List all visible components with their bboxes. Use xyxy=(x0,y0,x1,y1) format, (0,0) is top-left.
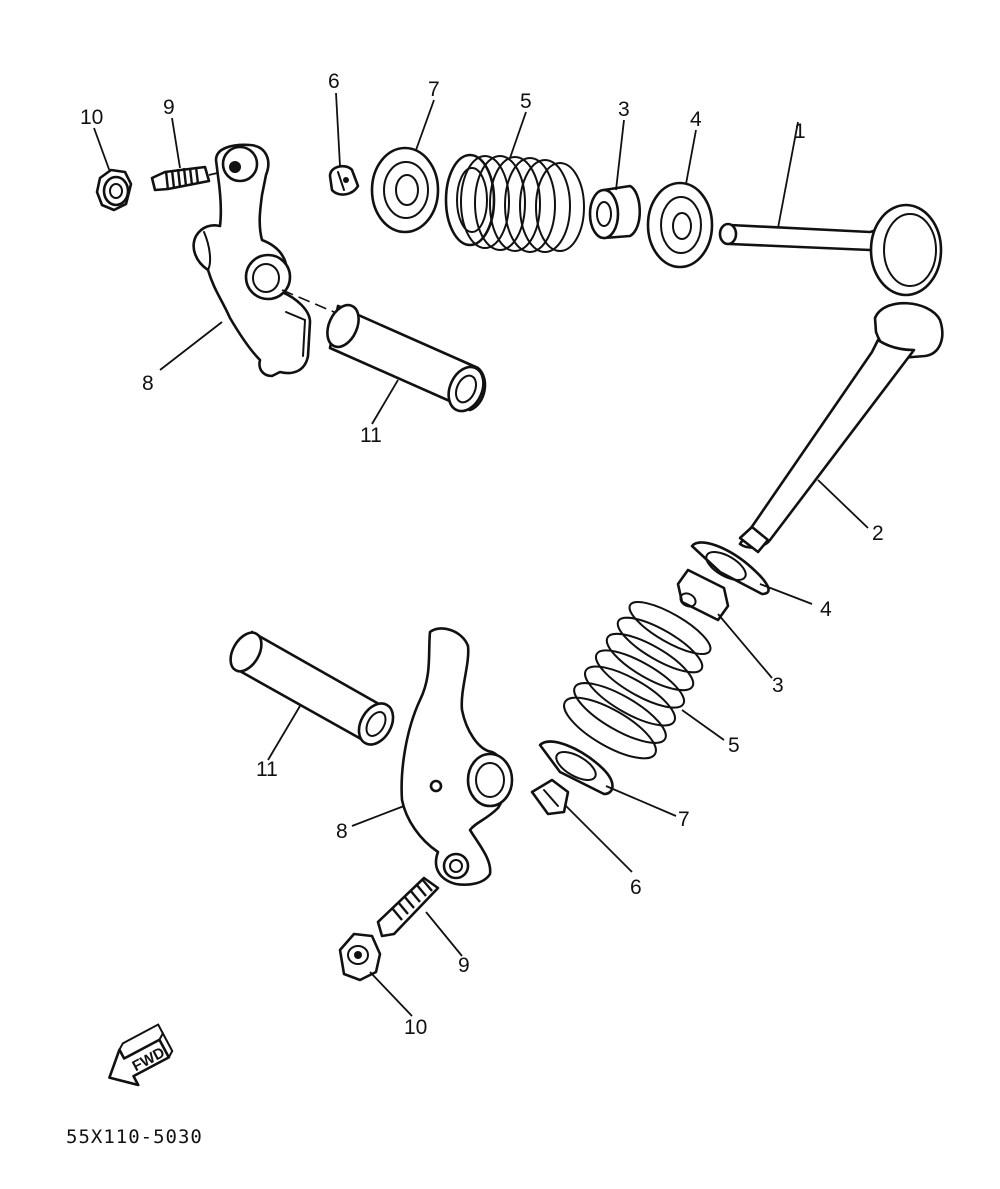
upper-lower-seat xyxy=(646,181,714,269)
label-upper-cotter: 6 xyxy=(328,70,340,93)
lower-valve xyxy=(738,301,944,554)
label-lower-rocker-arm: 8 xyxy=(336,820,348,843)
lower-adjuster-screw xyxy=(376,876,440,938)
upper-stem-seal xyxy=(588,184,642,240)
part-labels: 10 9 6 7 5 3 4 1 8 11 2 4 3 5 7 6 11 8 9… xyxy=(80,70,884,1039)
upper-valve xyxy=(718,203,943,297)
upper-locknut xyxy=(95,168,133,212)
label-upper-adjuster: 9 xyxy=(163,96,175,119)
upper-spring-retainer xyxy=(370,146,440,234)
lower-locknut xyxy=(338,932,382,982)
lower-valve-spring xyxy=(563,601,712,760)
label-lower-retainer: 7 xyxy=(678,808,690,831)
label-upper-spring: 5 xyxy=(520,90,532,113)
lower-cotter xyxy=(530,778,570,816)
upper-adjuster-screw xyxy=(150,165,231,192)
lower-rocker-shaft xyxy=(229,630,395,746)
label-lower-spring: 5 xyxy=(728,734,740,757)
fwd-arrow-icon: FWD xyxy=(108,1023,174,1087)
label-upper-valve: 1 xyxy=(794,120,806,143)
upper-rocker-shaft xyxy=(281,289,487,413)
label-lower-cotter: 6 xyxy=(630,876,642,899)
label-upper-locknut: 10 xyxy=(80,106,103,129)
label-lower-valve: 2 xyxy=(872,522,884,545)
label-lower-lower-seat: 4 xyxy=(820,598,832,621)
diagram-code: 55X110-5030 xyxy=(66,1126,203,1148)
label-lower-adjuster: 9 xyxy=(458,954,470,977)
lower-spring-retainer xyxy=(538,740,614,796)
label-upper-shaft: 11 xyxy=(360,424,382,447)
upper-cotter xyxy=(328,164,360,196)
leader-lines xyxy=(93,92,869,1017)
lower-rocker-arm xyxy=(400,627,514,886)
label-upper-retainer: 7 xyxy=(428,78,440,101)
label-lower-shaft: 11 xyxy=(256,758,278,781)
lower-lower-seat xyxy=(690,541,770,596)
upper-valve-spring xyxy=(444,153,585,253)
label-lower-locknut: 10 xyxy=(404,1016,427,1039)
label-upper-lower-seat: 4 xyxy=(690,108,702,131)
label-upper-rocker-arm: 8 xyxy=(142,372,154,395)
upper-rocker-arm xyxy=(192,143,312,378)
label-lower-seal: 3 xyxy=(772,674,784,697)
lower-stem-seal xyxy=(676,568,730,622)
label-upper-seal: 3 xyxy=(618,98,630,121)
